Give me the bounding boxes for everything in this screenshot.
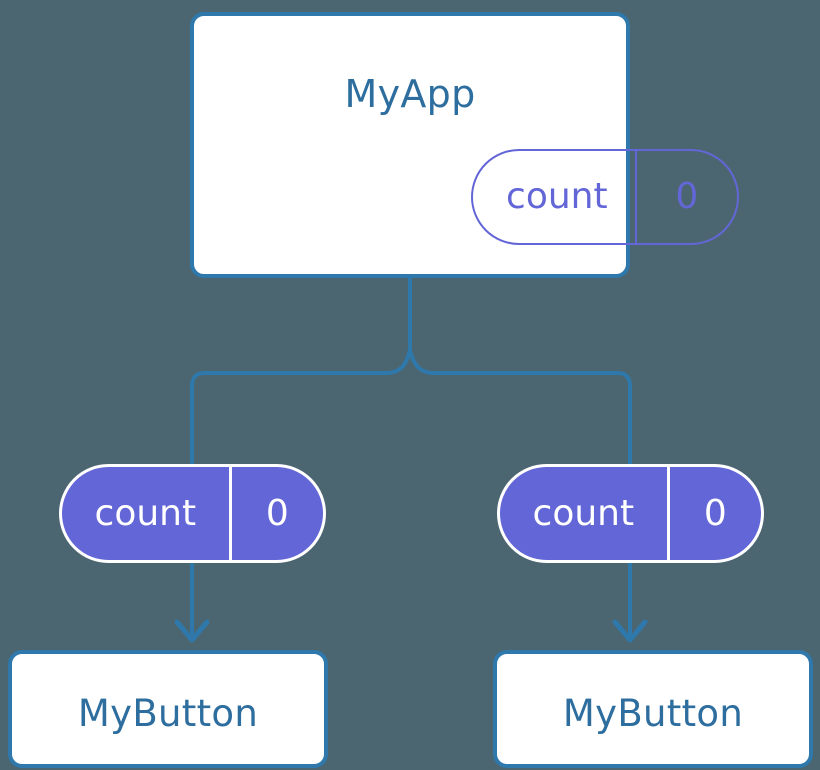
state-pill-value: 0: [675, 176, 699, 217]
component-title-mybutton-right: MyButton: [562, 692, 744, 735]
state-pill-key: count: [473, 151, 637, 243]
component-title-myapp: MyApp: [344, 72, 476, 116]
state-pill-count[interactable]: count 0: [471, 149, 739, 245]
component-title-mybutton-left: MyButton: [77, 692, 259, 735]
prop-pill-left-key: count: [62, 467, 232, 560]
connector-fork-left: [190, 349, 412, 464]
prop-pill-left[interactable]: count 0: [59, 464, 326, 563]
prop-pill-right[interactable]: count 0: [497, 464, 764, 563]
prop-pill-right-value: 0: [703, 492, 727, 534]
prop-pill-right-key: count: [500, 467, 670, 560]
component-card-myapp[interactable]: MyApp count 0: [190, 12, 739, 278]
arrow-head-right-icon: [612, 619, 648, 643]
prop-pill-left-value: 0: [265, 492, 289, 534]
arrow-head-left-icon: [174, 619, 210, 643]
connector-fork-right: [408, 349, 632, 464]
component-card-mybutton-right[interactable]: MyButton: [493, 650, 813, 768]
component-card-mybutton-left[interactable]: MyButton: [8, 650, 328, 768]
